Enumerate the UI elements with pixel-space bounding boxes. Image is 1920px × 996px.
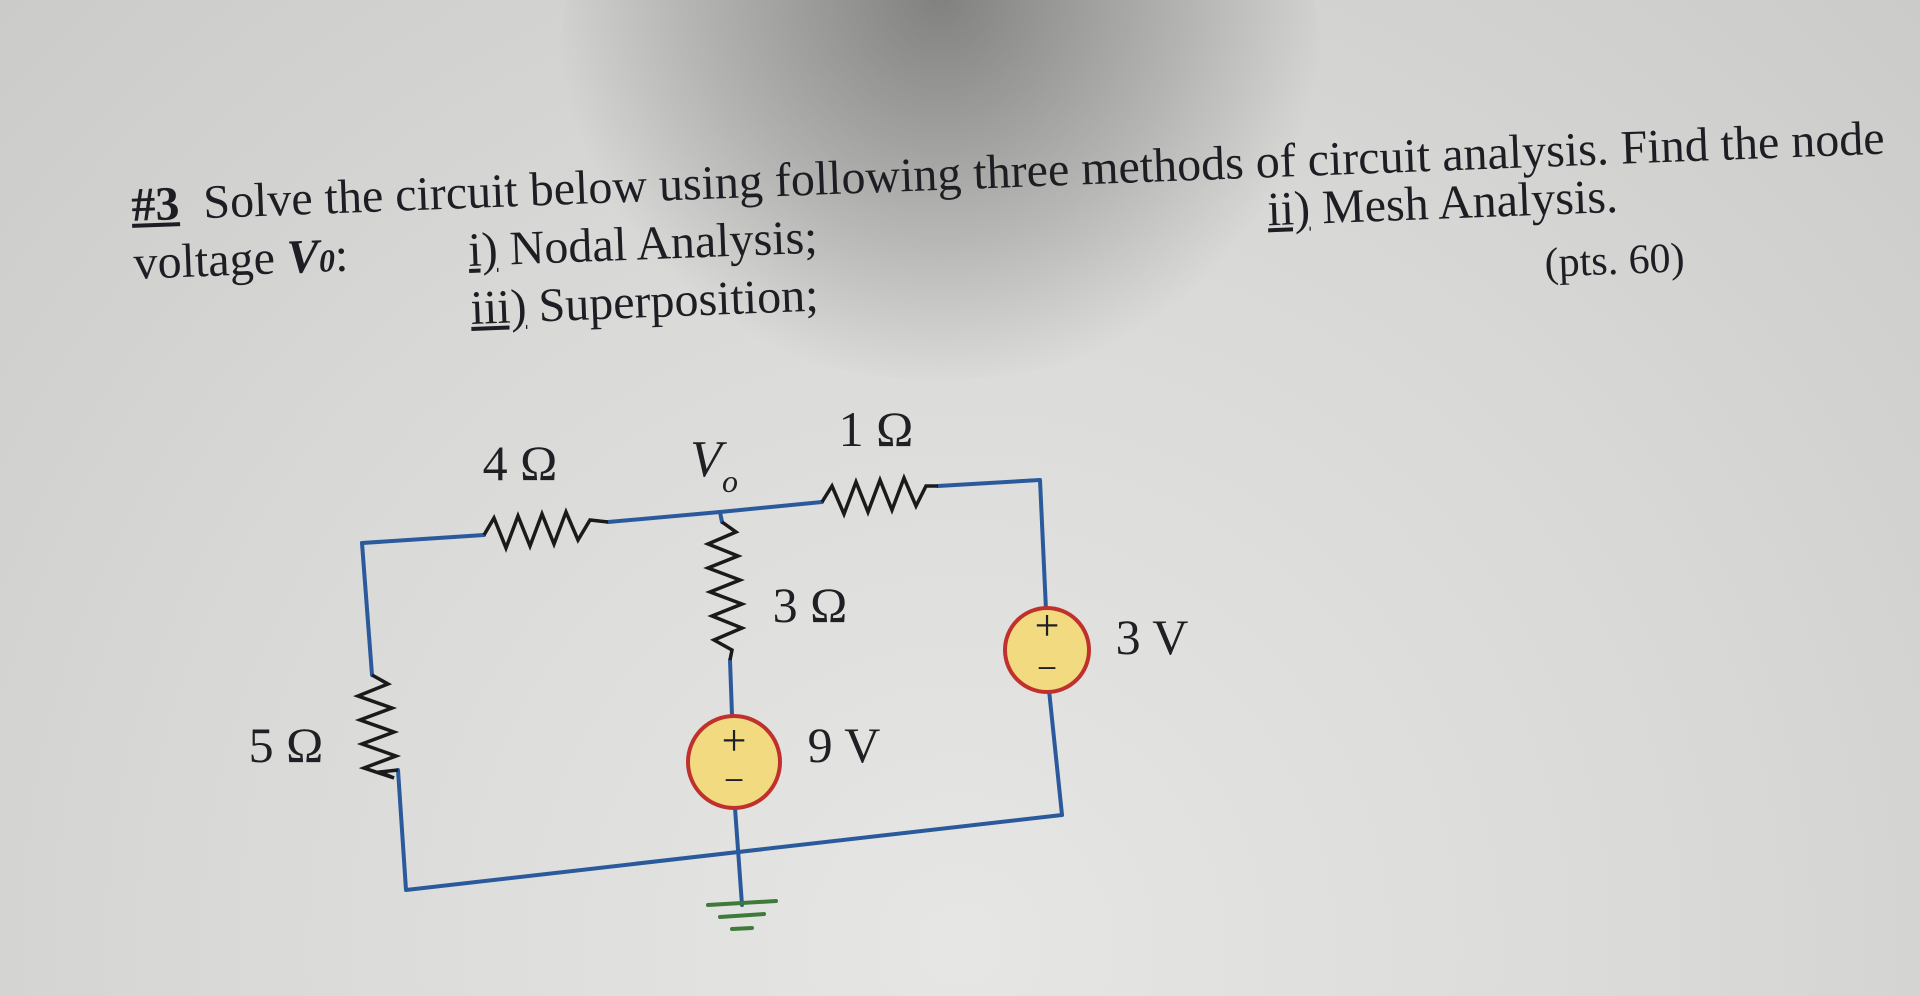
wire-right-lower xyxy=(1047,688,1064,817)
source-3v-plus: + xyxy=(1035,601,1060,650)
wire-3ohm-to-9v xyxy=(728,658,734,717)
voltage-source-3v: + − xyxy=(1003,601,1091,694)
wire-top-right xyxy=(936,478,1048,612)
wire-bottom xyxy=(396,768,1064,892)
label-node-vo-sub: o xyxy=(722,463,738,499)
label-node-vo: V o xyxy=(690,431,738,499)
source-9v-circle xyxy=(686,714,782,810)
label-3-ohm: 3 Ω xyxy=(773,577,848,633)
wire-to-node xyxy=(606,510,722,524)
resistors xyxy=(353,473,938,780)
resistor-4-ohm xyxy=(482,507,609,553)
resistor-1-ohm xyxy=(820,473,938,519)
source-3v-circle xyxy=(1003,606,1091,694)
label-4-ohm: 4 Ω xyxy=(483,435,558,491)
resistor-3-ohm xyxy=(703,520,747,661)
wire-9v-to-ground xyxy=(733,806,744,907)
resistor-5-ohm xyxy=(353,673,402,780)
voltage-source-9v: + − xyxy=(686,714,782,810)
label-1-ohm: 1 Ω xyxy=(839,401,914,457)
wire-left-upper xyxy=(360,541,374,677)
wire-node-down xyxy=(718,510,724,524)
label-9-volt: 9 V xyxy=(808,717,881,773)
label-3-volt: 3 V xyxy=(1116,609,1189,665)
label-5-ohm: 5 Ω xyxy=(249,717,324,773)
wire-top-left xyxy=(360,533,486,545)
source-9v-minus: − xyxy=(724,760,744,800)
wires xyxy=(360,478,1064,907)
source-9v-plus: + xyxy=(722,716,747,765)
label-node-vo-main: V xyxy=(690,431,727,488)
source-3v-minus: − xyxy=(1037,648,1057,688)
wire-node-to-1ohm xyxy=(718,500,824,514)
ground-icon xyxy=(706,899,778,931)
